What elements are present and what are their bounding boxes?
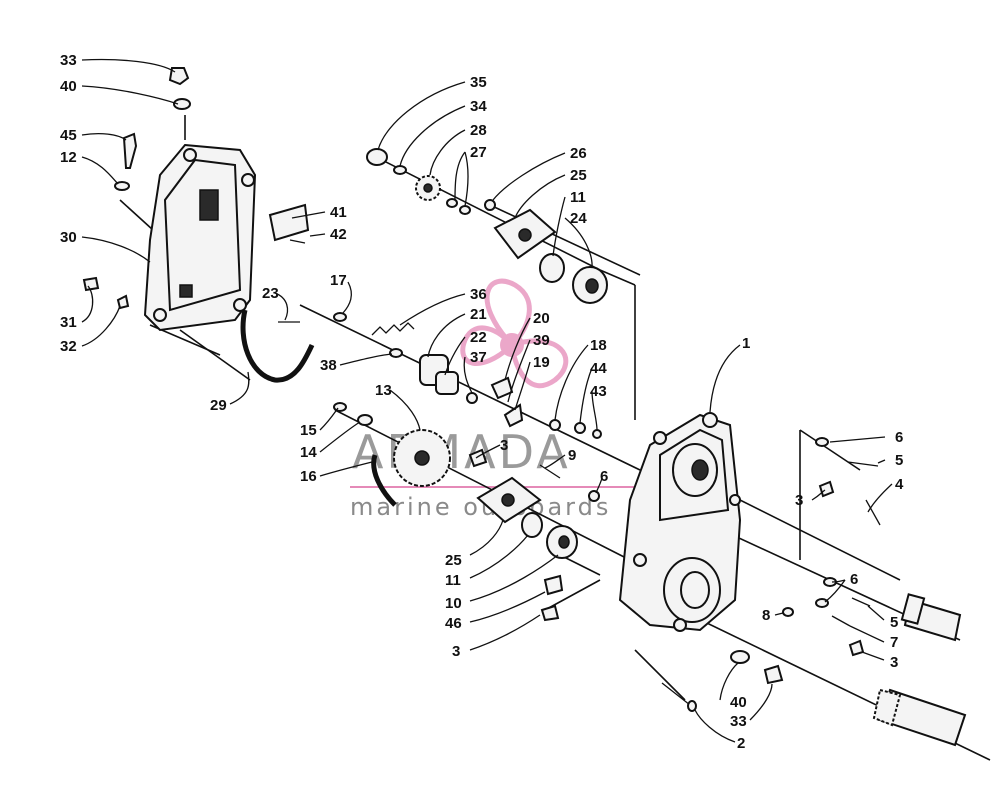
- tensioner-assembly: [333, 312, 602, 439]
- watermark-brand: ARMADA: [352, 425, 571, 479]
- upper-shaft-parts: [366, 148, 608, 304]
- callout-40-top: 40: [60, 78, 77, 95]
- cover-hardware: [82, 67, 310, 310]
- callout-23: 23: [262, 285, 279, 302]
- callout-44: 44: [590, 360, 607, 377]
- watermark: ARMADA marine outboards: [350, 278, 640, 521]
- callout-13: 13: [375, 382, 392, 399]
- callout-2: 2: [737, 735, 745, 752]
- output-shafts: [872, 593, 967, 747]
- callout-33-top: 33: [60, 52, 77, 69]
- callout-11-top: 11: [570, 189, 586, 206]
- callout-6-right: 6: [895, 429, 903, 446]
- callout-7: 7: [890, 634, 898, 651]
- callout-45: 45: [60, 127, 77, 144]
- callout-30: 30: [60, 229, 77, 246]
- lower-bearing-parts: [476, 476, 600, 622]
- callout-5-lower: 5: [890, 614, 898, 631]
- callout-26: 26: [570, 145, 587, 162]
- callout-28: 28: [470, 122, 487, 139]
- callout-1: 1: [742, 335, 750, 352]
- chain-case-cover: [143, 143, 257, 332]
- callout-3-left: 3: [452, 643, 460, 660]
- callout-43: 43: [590, 383, 607, 400]
- callout-42: 42: [330, 226, 347, 243]
- callout-5-right: 5: [895, 452, 903, 469]
- callout-14: 14: [300, 444, 317, 461]
- callout-8: 8: [762, 607, 770, 624]
- callout-11-bottom: 11: [445, 572, 461, 589]
- callout-38: 38: [320, 357, 337, 374]
- callout-labels: 33 40 45 12 30 31 32 41 42 23 29 17 38 3…: [60, 52, 904, 752]
- drive-chain: [240, 309, 315, 383]
- callout-9: 9: [568, 447, 576, 464]
- callout-6-center: 6: [600, 468, 608, 485]
- callout-41: 41: [330, 204, 347, 221]
- callout-31: 31: [60, 314, 77, 331]
- callout-35: 35: [470, 74, 487, 91]
- callout-19: 19: [533, 354, 550, 371]
- callout-16: 16: [300, 468, 317, 485]
- housing-hardware: [661, 437, 881, 712]
- gear-case-housing: [618, 412, 742, 632]
- callout-6-lower: 6: [850, 571, 858, 588]
- callout-37: 37: [470, 349, 487, 366]
- callout-25-bottom: 25: [445, 552, 462, 569]
- callout-18: 18: [590, 337, 607, 354]
- callout-46: 46: [445, 615, 462, 632]
- callout-40-bottom: 40: [730, 694, 747, 711]
- callout-4: 4: [895, 476, 904, 493]
- callout-leaders: [81, 58, 893, 743]
- callout-32: 32: [60, 338, 77, 355]
- callout-25-top: 25: [570, 167, 587, 184]
- callout-12: 12: [60, 149, 77, 166]
- callout-22: 22: [470, 329, 487, 346]
- callout-15: 15: [300, 422, 317, 439]
- callout-39: 39: [533, 332, 550, 349]
- callout-3-lower: 3: [890, 654, 898, 671]
- callout-10: 10: [445, 595, 462, 612]
- callout-3-center: 3: [500, 437, 508, 454]
- lower-sprocket: [333, 402, 561, 507]
- callout-33-bottom: 33: [730, 713, 747, 730]
- callout-36: 36: [470, 286, 487, 303]
- callout-20: 20: [533, 310, 550, 327]
- callout-17: 17: [330, 272, 347, 289]
- callout-27: 27: [470, 144, 487, 161]
- callout-29: 29: [210, 397, 227, 414]
- callout-21: 21: [470, 306, 487, 323]
- callout-3-right: 3: [795, 492, 803, 509]
- callout-34: 34: [470, 98, 487, 115]
- callout-24: 24: [570, 210, 587, 227]
